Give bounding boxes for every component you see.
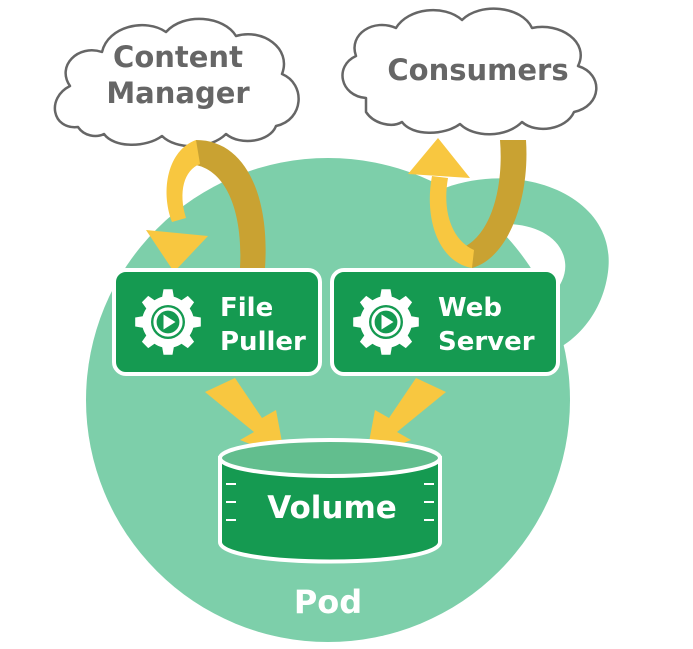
container-web-server: Web Server — [330, 268, 560, 376]
arrow-content-manager-to-file-puller — [146, 140, 266, 272]
arrow-file-puller-to-volume — [205, 378, 285, 458]
cylinder-icon — [218, 438, 442, 564]
arrow-web-server-to-volume — [366, 378, 446, 458]
web-server-line2: Server — [438, 327, 535, 357]
file-puller-line1: File — [220, 293, 273, 323]
container-file-puller: File Puller — [112, 268, 322, 376]
cloud-icon — [53, 17, 300, 148]
web-server-line1: Web — [438, 293, 502, 323]
arrow-web-server-to-consumers — [408, 138, 527, 268]
cloud-content-manager-line2: Manager — [106, 76, 250, 110]
volume-cylinder: Volume — [218, 438, 442, 564]
volume-label: Volume — [267, 490, 397, 526]
cloud-consumers: Consumers — [341, 7, 598, 136]
cloud-content-manager: Content Manager — [53, 17, 300, 148]
cloud-icon — [341, 7, 598, 136]
pod-label: Pod — [294, 583, 362, 621]
cloud-consumers-label: Consumers — [387, 53, 568, 87]
pod-shape — [86, 158, 609, 642]
file-puller-line2: Puller — [220, 327, 306, 357]
cloud-content-manager-line1: Content — [113, 40, 243, 74]
